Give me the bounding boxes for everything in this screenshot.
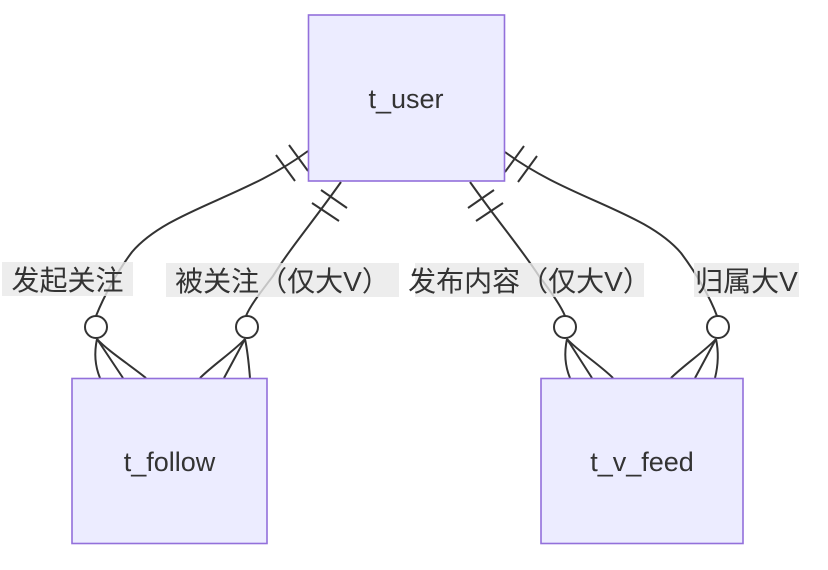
relationship-publish-content	[467, 181, 614, 379]
many-marker-crowfoot	[566, 338, 593, 379]
relationship-belongs-to-bigv	[504, 145, 730, 379]
entity-t-v-feed: t_v_feed	[540, 377, 744, 545]
zero-marker-circle	[84, 315, 108, 339]
edge-label-text: 被关注（仅大V）	[175, 266, 390, 297]
edge-label-background	[415, 263, 644, 297]
zero-marker-circle	[706, 315, 730, 339]
exactly-one-marker-tick	[467, 189, 495, 209]
entity-t-user: t_user	[307, 14, 506, 182]
many-marker-crowfoot	[94, 338, 101, 379]
many-marker-crowfoot	[670, 338, 717, 379]
many-marker-crowfoot	[714, 338, 719, 379]
entity-t-v-feed-label: t_v_feed	[590, 447, 694, 477]
edge-label-text: 发布内容（仅大V）	[408, 266, 651, 297]
edge-label-background	[2, 262, 133, 296]
edge-label-followed-bigv: 被关注（仅大V）	[166, 263, 399, 297]
many-marker-crowfoot	[96, 338, 147, 379]
many-marker-crowfoot	[223, 338, 246, 379]
edge-label-background	[166, 263, 399, 297]
edge-label-belongs-to-bigv: 归属大V	[694, 263, 799, 297]
entity-t-follow-label: t_follow	[124, 447, 216, 477]
edge-label-publish-content: 发布内容（仅大V）	[408, 263, 651, 297]
zero-marker-circle	[235, 315, 259, 339]
many-marker-crowfoot	[566, 338, 614, 379]
edge-label-initiate-follow: 发起关注	[2, 262, 133, 296]
edge-label-text: 归属大V	[695, 266, 798, 297]
many-marker-crowfoot	[694, 338, 717, 379]
many-marker-crowfoot	[564, 338, 571, 379]
entity-t-follow-box	[71, 377, 268, 545]
entity-t-v-feed-box	[540, 377, 744, 545]
many-marker-crowfoot	[244, 338, 251, 379]
exactly-one-marker-tick	[475, 202, 504, 222]
exactly-one-marker-tick	[311, 202, 340, 222]
entity-t-follow: t_follow	[71, 377, 268, 545]
edge-label-text: 发起关注	[11, 265, 123, 296]
entity-t-user-box	[307, 14, 506, 182]
exactly-one-marker-tick	[288, 144, 309, 172]
relationship-initiate-follow	[84, 144, 309, 379]
exactly-one-marker-tick	[320, 189, 348, 209]
edge-label-background	[694, 263, 799, 297]
zero-marker-circle	[553, 315, 577, 339]
exactly-one-marker-tick	[517, 155, 538, 183]
many-marker-crowfoot	[199, 338, 246, 379]
exactly-one-marker-tick	[504, 145, 525, 173]
many-marker-crowfoot	[96, 338, 124, 379]
exactly-one-marker-tick	[275, 154, 296, 182]
entity-t-user-label: t_user	[368, 84, 443, 114]
